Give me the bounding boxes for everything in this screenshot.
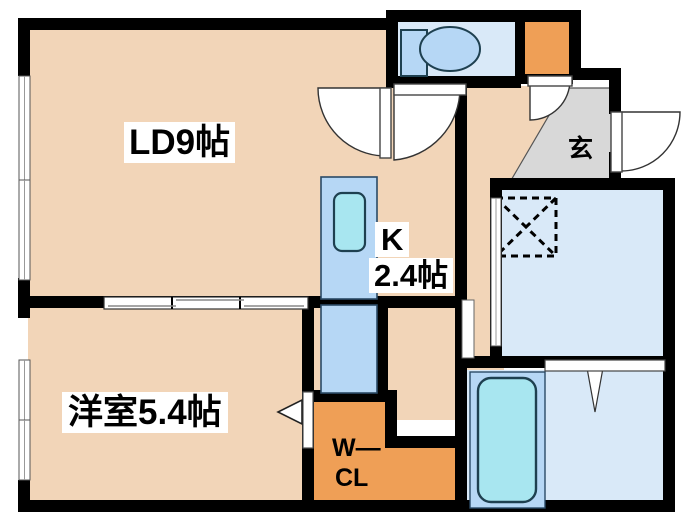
wall-bedroom-east: [302, 300, 314, 396]
toilet-door-swing[interactable]: [393, 87, 461, 161]
wall-ld-east: [376, 296, 388, 400]
room-label-kitchen-area: 2.4帖: [369, 258, 454, 293]
walls: [18, 10, 675, 512]
wcl-door[interactable]: [276, 391, 314, 449]
wall-east-bath: [663, 370, 675, 512]
room-label-kitchen: K: [375, 222, 410, 257]
room-label-western-room: 洋室5.4帖: [62, 392, 228, 433]
washroom-vanity: [461, 299, 475, 359]
wcl-fill: [313, 396, 463, 510]
front-door-swing[interactable]: [620, 111, 681, 172]
wall-toilet-west: [386, 18, 398, 88]
toilet-fixture: [400, 26, 481, 77]
wall-genkan-north: [569, 68, 621, 80]
bathroom-fixtures: [469, 359, 666, 509]
bathroom-door-panel[interactable]: [544, 359, 666, 372]
kitchen-counter-lower: [320, 304, 378, 394]
genkan-inner-door-panel[interactable]: [527, 75, 573, 87]
wcl-door-arrow: [276, 398, 303, 426]
shoe-closet-fill: [523, 22, 573, 76]
ld-door-swing[interactable]: [317, 87, 387, 157]
front-door-panel[interactable]: [610, 111, 623, 173]
wall-genkan-east-upper: [609, 76, 621, 114]
wall-wcl-step: [385, 436, 467, 448]
windows: [18, 75, 31, 481]
wall-east-storage: [663, 180, 675, 370]
wall-kitchen-east: [455, 180, 467, 305]
toilet-bowl: [419, 26, 481, 72]
wall-shoecloset-west: [515, 18, 525, 80]
storage-room-fill: [497, 188, 675, 360]
storage-closet: [490, 196, 558, 347]
room-label-walk-in-closet: W—: [332, 434, 381, 462]
room-label-walk-in-closet-line2: CL: [335, 464, 369, 492]
wall-toilet-east: [569, 10, 581, 78]
room-label-entrance: 玄: [568, 135, 594, 163]
hinged-doors[interactable]: [317, 75, 681, 173]
kitchen-counter: [320, 176, 378, 394]
vanity-counter: [461, 299, 475, 359]
closet-fills: [313, 22, 573, 510]
toilet-door-panel[interactable]: [393, 83, 467, 96]
wall-wcl-east-upper: [385, 390, 397, 442]
bathtub: [476, 376, 538, 504]
wcl-door-panel[interactable]: [302, 391, 314, 449]
wall-storage-north: [490, 178, 675, 190]
room-label-living-dining: LD9帖: [124, 122, 236, 163]
wall-south-1: [18, 500, 318, 512]
wall-west-upper: [18, 18, 30, 76]
wall-north-1: [18, 18, 386, 30]
kitchen-sink: [332, 191, 367, 253]
wall-north-2: [386, 10, 581, 22]
bedroom-sliding-door[interactable]: [103, 296, 309, 310]
ld-door-panel[interactable]: [379, 87, 392, 159]
